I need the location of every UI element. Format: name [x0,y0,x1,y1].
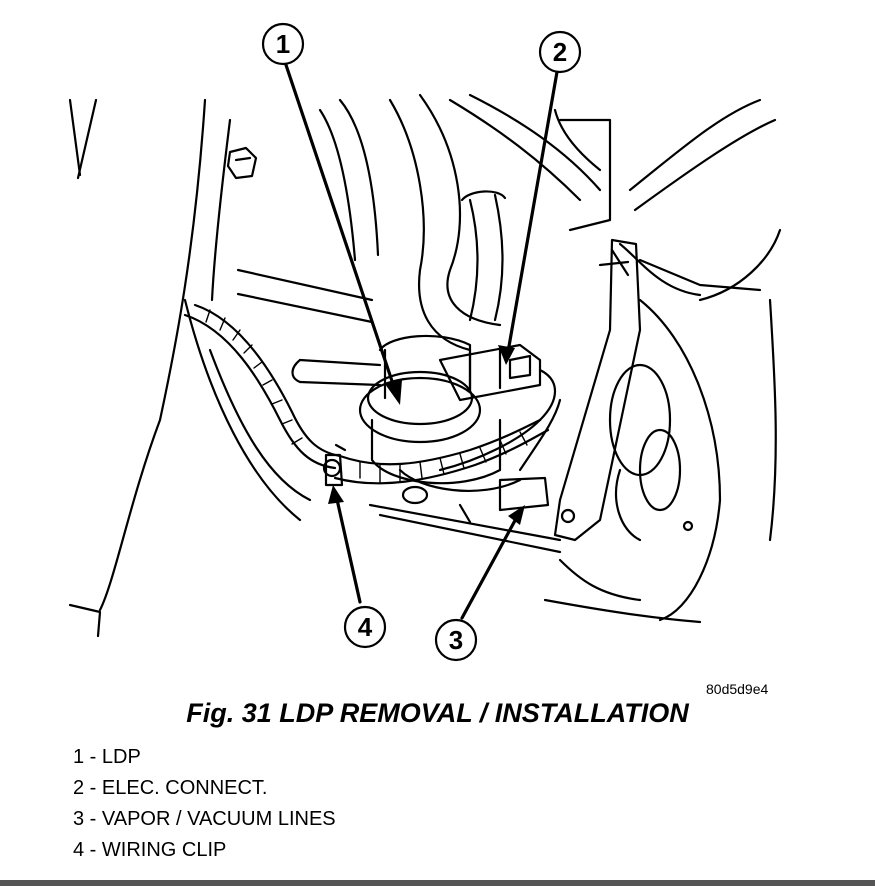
mounting-nut [226,146,258,180]
legend-item: 1 - LDP [73,746,141,768]
mounting-bracket [553,238,762,542]
callout-2: 2 [538,30,582,74]
left-body-panel [68,98,312,638]
figure-reference-code: 80d5d9e4 [706,681,769,697]
upper-hoses [318,93,612,352]
callout-1: 1 [261,22,305,66]
leader-lines [283,60,559,620]
legend-list: 1 - LDP 2 - ELEC. CONNECT. 3 - VAPOR / V… [73,742,336,866]
leader-arrowheads [328,345,525,525]
callout-number-3: 3 [449,625,463,655]
legend-item: 3 - VAPOR / VACUUM LINES [73,808,336,830]
wiring-harness [183,303,550,485]
leader-line-4 [334,493,362,604]
ldp-illustration: 1 2 3 4 [68,22,782,662]
figure-title: Fig. 31 LDP REMOVAL / INSTALLATION [186,698,689,728]
vapor-vacuum-lines [368,398,562,554]
callout-3: 3 [434,618,478,662]
legend-item: 2 - ELEC. CONNECT. [73,777,268,799]
callout-number-2: 2 [553,37,567,67]
left-tubes [236,268,382,387]
callout-number-4: 4 [358,612,373,642]
right-body-panel [543,98,782,624]
bottom-divider [0,880,875,886]
leader-line-1 [283,60,397,392]
leader-line-3 [460,513,520,620]
legend-item: 4 - WIRING CLIP [73,839,227,861]
ldp-pump [358,334,522,505]
callout-number-1: 1 [276,29,290,59]
callout-4: 4 [343,605,387,649]
leader-line-2 [506,70,559,354]
round-device [608,363,682,542]
wiring-clip [322,443,347,487]
electrical-connector [438,343,556,472]
